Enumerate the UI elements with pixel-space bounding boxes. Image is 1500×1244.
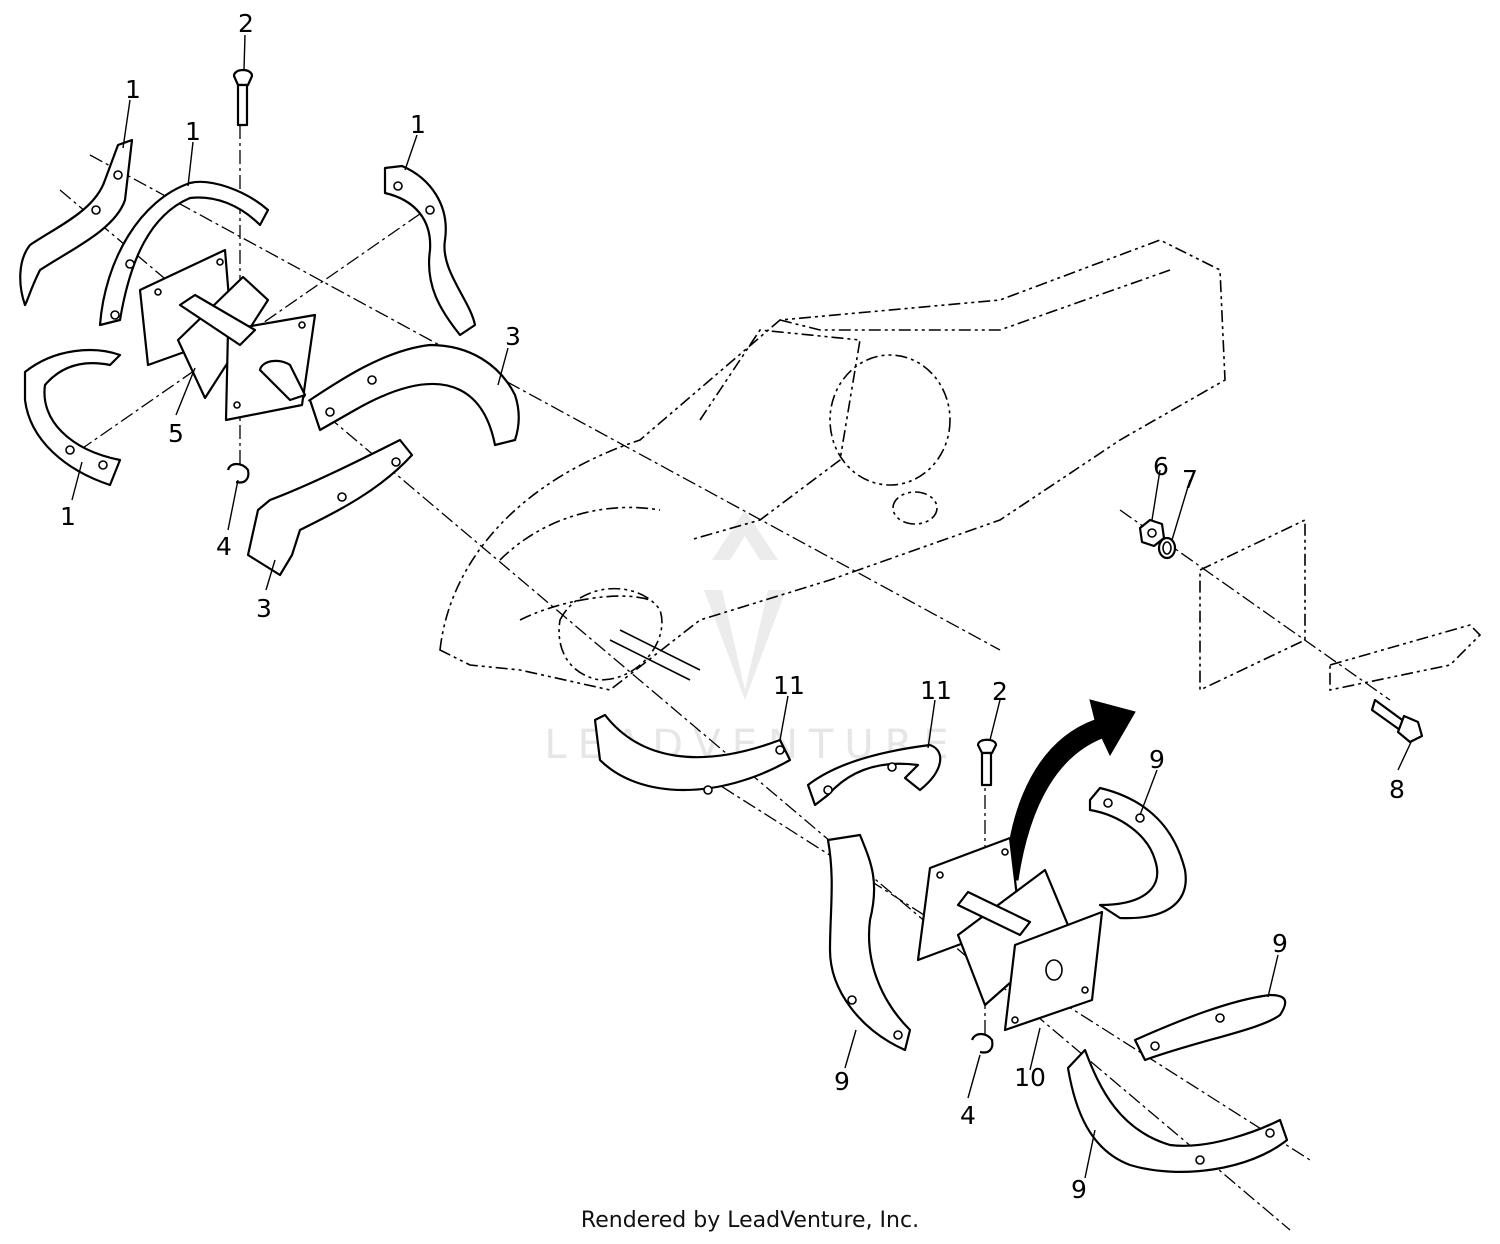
bolt-2-lower (976, 738, 998, 787)
lock-washer-7 (1157, 536, 1177, 560)
callout-9: 9 (1272, 929, 1288, 958)
callout-7: 7 (1182, 465, 1198, 494)
leader-lines (71, 34, 1413, 1179)
tine-upper-left-1a (19, 138, 134, 307)
callout-9: 9 (834, 1067, 850, 1096)
callout-4: 4 (216, 532, 232, 561)
callouts: 1 1 1 1 2 2 3 3 4 4 5 6 7 8 9 9 9 9 10 1… (60, 9, 1405, 1204)
callout-3: 3 (505, 322, 521, 351)
tine-lower-9b (1088, 786, 1187, 920)
tine-lower-9c (1133, 993, 1287, 1062)
callout-9: 9 (1149, 745, 1165, 774)
clip-4-lower (970, 1032, 994, 1054)
callout-10: 10 (1014, 1063, 1046, 1092)
callout-6: 6 (1153, 452, 1169, 481)
callout-1: 1 (410, 110, 426, 139)
tine-hub-lower-10 (916, 836, 1104, 1032)
callout-9: 9 (1071, 1175, 1087, 1204)
callout-8: 8 (1389, 775, 1405, 804)
callout-5: 5 (168, 419, 184, 448)
tine-lower-11a (593, 713, 792, 795)
bolt-2-upper (232, 68, 254, 127)
tine-lower-9a (826, 833, 912, 1052)
tine-upper-left-3b (246, 438, 414, 577)
bolt-8 (1370, 698, 1424, 744)
callout-4: 4 (960, 1101, 976, 1130)
tine-lower-9d (1066, 1048, 1289, 1173)
callout-1: 1 (60, 502, 76, 531)
callout-2: 2 (992, 677, 1008, 706)
callout-11: 11 (920, 676, 952, 705)
tine-upper-left-1b (98, 180, 270, 327)
rotation-arrow (1004, 699, 1136, 881)
tine-lower-11b (806, 743, 942, 807)
callout-3: 3 (256, 594, 272, 623)
tine-hub-upper-left (138, 248, 317, 422)
callout-1: 1 (185, 117, 201, 146)
clip-4-upper (226, 462, 250, 484)
callout-11: 11 (773, 671, 805, 700)
callout-1: 1 (125, 75, 141, 104)
axis-lines (59, 100, 1391, 1231)
footer-credit: Rendered by LeadVenture, Inc. (580, 1208, 920, 1233)
tine-upper-left-3a (308, 343, 520, 447)
tine-upper-left-1d (23, 348, 122, 487)
tine-upper-left-1c (383, 164, 477, 337)
callout-2: 2 (238, 9, 254, 38)
tiller-housing-phantom (439, 239, 1482, 692)
